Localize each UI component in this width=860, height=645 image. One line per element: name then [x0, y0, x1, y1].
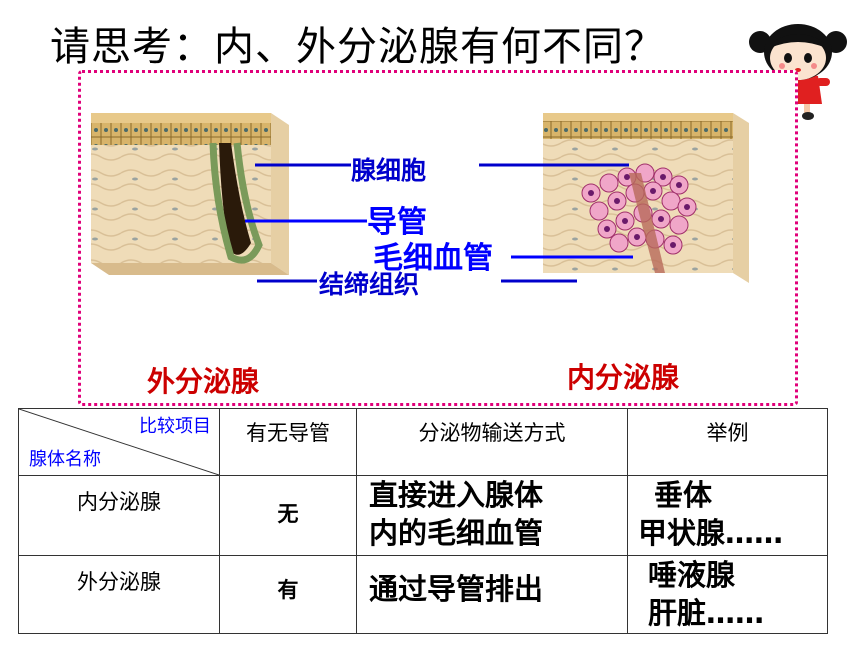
label-gland-cell: 腺细胞: [351, 156, 427, 185]
example-line-2: 肝脏……: [648, 596, 765, 630]
header-gland-name: 腺体名称: [29, 449, 101, 470]
table-header-row: 比较项目 腺体名称 有无导管 分泌物输送方式 举例: [18, 408, 828, 476]
transport-line-2: 内的毛细血管: [369, 516, 544, 550]
gland-diagram: 腺细胞 导管 毛细血管 结缔组织 外分泌腺 内分泌腺: [78, 70, 798, 406]
example-line-1: 垂体: [654, 478, 713, 512]
row-duct-value: 有: [219, 555, 357, 634]
header-diagonal-cell: 比较项目 腺体名称: [18, 408, 220, 476]
header-example: 举例: [627, 408, 828, 476]
row-transport: 直接进入腺体 内的毛细血管: [356, 475, 628, 556]
transport-line-1: 直接进入腺体: [369, 478, 544, 512]
label-duct: 导管: [367, 205, 427, 240]
gland-illustration: [91, 113, 749, 283]
label-endocrine-gland: 内分泌腺: [567, 361, 680, 394]
row-name: 内分泌腺: [18, 475, 220, 556]
row-example: 唾液腺 肝脏……: [627, 555, 828, 634]
row-example: 垂体 甲状腺……: [627, 475, 828, 556]
comparison-table: 比较项目 腺体名称 有无导管 分泌物输送方式 举例 内分泌腺 无 直接进入腺体 …: [18, 408, 828, 634]
row-transport: 通过导管排出: [356, 555, 628, 634]
page-title: 请思考：内、外分泌腺有何不同？: [50, 24, 665, 70]
row-duct-value: 无: [219, 475, 357, 556]
transport-line-1: 通过导管排出: [369, 572, 544, 606]
table-row: 内分泌腺 无 直接进入腺体 内的毛细血管 垂体 甲状腺……: [18, 475, 828, 556]
header-duct: 有无导管: [219, 408, 357, 476]
label-connective-tissue: 结缔组织: [319, 270, 420, 299]
header-transport: 分泌物输送方式: [356, 408, 628, 476]
row-name: 外分泌腺: [18, 555, 220, 634]
example-line-1: 唾液腺: [648, 558, 736, 592]
header-compare-item: 比较项目: [139, 416, 211, 437]
label-exocrine-gland: 外分泌腺: [147, 365, 260, 398]
label-capillary: 毛细血管: [373, 241, 493, 276]
example-line-2: 甲状腺……: [638, 516, 784, 550]
diagonal-divider: [19, 409, 219, 475]
table-row: 外分泌腺 有 通过导管排出 唾液腺 肝脏……: [18, 555, 828, 634]
